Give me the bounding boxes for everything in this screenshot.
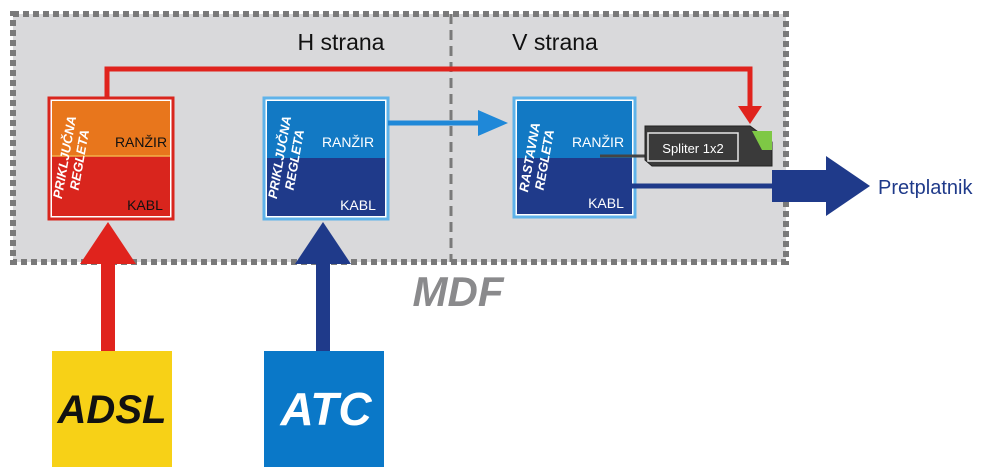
distribution-ranzir-label: RANŽIR xyxy=(572,134,624,150)
adsl-ranzir-label: RANŽIR xyxy=(115,134,167,150)
adsl-kabl-label: KABL xyxy=(127,197,163,213)
ranzir-red-line xyxy=(104,66,753,108)
v-side-label: V strana xyxy=(512,29,598,55)
adsl-feed-line xyxy=(101,262,115,354)
adsl-source-box xyxy=(52,351,172,467)
splitter-green-indicator xyxy=(752,131,772,150)
atc-kabl-label: KABL xyxy=(340,197,376,213)
splitter-label: Spliter 1x2 xyxy=(662,141,723,156)
adsl-arrowhead xyxy=(80,222,136,264)
mdf-label: MDF xyxy=(413,268,505,315)
blue-arrowhead-distribution xyxy=(478,110,508,136)
distribution-kabl-label: KABL xyxy=(588,195,624,211)
atc-terminal-kabl xyxy=(267,158,385,216)
atc-source-label: ATC xyxy=(279,383,372,435)
adsl-source-label: ADSL xyxy=(57,388,167,432)
atc-ranzir-label: RANŽIR xyxy=(322,134,374,150)
distribution-kabl xyxy=(517,158,632,214)
subscriber-label: Pretplatnik xyxy=(878,177,973,199)
distribution-block: RANŽIR KABL RASTAVNA REGLETA xyxy=(512,96,637,219)
h-side-label: H strana xyxy=(298,29,385,55)
atc-arrowhead xyxy=(295,222,351,264)
splitter: Spliter 1x2 xyxy=(600,125,773,167)
red-arrowhead-splitter xyxy=(738,106,762,124)
adsl-terminal-ranzir xyxy=(52,101,170,156)
distribution-ranzir xyxy=(517,101,632,158)
adsl-terminal-kabl xyxy=(52,156,170,216)
atc-terminal-ranzir xyxy=(267,101,385,158)
subscriber-arrowhead xyxy=(826,156,870,216)
atc-feed-line xyxy=(316,262,330,354)
atc-terminal-block: RANŽIR KABL PRIKLJUČNA REGLETA xyxy=(262,96,390,221)
atc-source-box xyxy=(264,351,384,467)
adsl-terminal-block: RANŽIR KABL PRIKLJUČNA REGLETA xyxy=(47,96,175,221)
